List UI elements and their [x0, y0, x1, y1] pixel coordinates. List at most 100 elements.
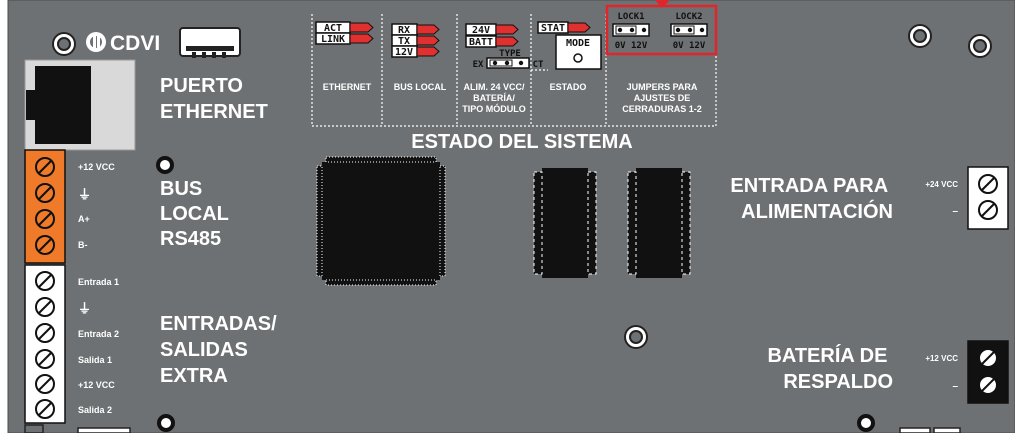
highlight-box: [605, 4, 718, 56]
screw-terminal-icon: [35, 374, 55, 394]
standoff-icon: [156, 156, 174, 174]
svg-text:⏚: ⏚: [78, 301, 91, 316]
ethernet-port-label: PUERTO ETHERNET: [160, 75, 268, 123]
power-led-group: 24V BATT TYPE EX CT ALIM. 24 VCC/ BATERÍ…: [462, 23, 544, 114]
led-indicator: RX: [391, 23, 440, 36]
ethernet-jack: [24, 59, 136, 151]
mounting-hole-icon: [968, 34, 992, 58]
mode-button: MODE: [555, 34, 602, 70]
led-indicator: BATT: [465, 35, 519, 48]
header-connector: [179, 27, 241, 58]
local-bus-label: BUS LOCAL RS485: [160, 178, 234, 250]
brand-name: CDVI: [110, 32, 160, 55]
cdvi-logo: CDVI: [86, 32, 160, 55]
svg-text:A+: A+: [78, 214, 90, 224]
system-status-title: ESTADO DEL SISTEMA: [411, 131, 633, 153]
highlight-arrow-icon: [655, 0, 670, 8]
microcontroller-chip: [316, 156, 446, 286]
extra-io-terminal-block: [24, 264, 66, 424]
bottom-connector: [24, 424, 44, 433]
screw-terminal-icon: [35, 297, 55, 317]
bottom-connector: [899, 427, 931, 433]
led-group-title: BATERÍA/: [473, 93, 515, 103]
svg-text:12V: 12V: [395, 47, 413, 58]
extra-io-terminal-labels: Entrada 1 ⏚ Entrada 2 Salida 1 +12 VCC S…: [78, 277, 119, 415]
local-bus-terminal-block: [24, 149, 66, 264]
power-terminal-label: –: [952, 206, 958, 217]
type-left-label: EX: [473, 60, 484, 70]
svg-text:B-: B-: [78, 240, 88, 250]
screw-terminal-icon: [35, 399, 55, 419]
jumper-scale: 0V 12V: [615, 41, 648, 51]
type-jumper: [486, 57, 530, 69]
svg-text:TX: TX: [398, 36, 410, 47]
svg-text:+12 VCC: +12 VCC: [78, 162, 115, 172]
local-bus-terminal-labels: +12 VCC ⏚ A+ B-: [78, 162, 115, 250]
svg-text:Entrada 2: Entrada 2: [78, 329, 119, 339]
screw-terminal-icon: [35, 349, 55, 369]
led-group-title: TIPO MÓDULO: [462, 103, 526, 114]
svg-text:Entrada 1: Entrada 1: [78, 277, 119, 287]
memory-chip: [533, 168, 597, 278]
extra-io-label: ENTRADAS/ SALIDAS EXTRA: [160, 313, 282, 387]
led-group-title: ESTADO: [550, 82, 587, 92]
svg-text:+12 VCC: +12 VCC: [78, 380, 115, 390]
led-indicator: 12V: [391, 45, 440, 58]
svg-text:MODE: MODE: [566, 38, 590, 49]
standoff-icon: [157, 414, 175, 432]
led-group-title: ETHERNET: [323, 82, 372, 92]
led-indicator: TX: [391, 34, 440, 47]
svg-text:ACT: ACT: [324, 23, 342, 34]
led-indicator: STAT: [537, 21, 591, 34]
bottom-connector: [933, 427, 961, 433]
svg-text:⏚: ⏚: [78, 187, 91, 202]
led-group-title: BUS LOCAL: [394, 82, 447, 92]
screw-terminal-icon: [978, 200, 998, 220]
battery-terminal-label: –: [952, 381, 958, 392]
ethernet-led-group: ACT LINK ETHERNET: [315, 21, 374, 92]
bottom-connector: [77, 427, 131, 433]
power-terminal-label: +24 VCC: [925, 180, 958, 189]
power-input-label: ENTRADA PARA ALIMENTACIÓN: [730, 175, 893, 223]
screw-terminal-icon: [978, 375, 998, 395]
backup-battery-label: BATERÍA DE RESPALDO: [767, 344, 893, 393]
backup-battery-terminal-block: [967, 340, 1009, 404]
mounting-hole-icon: [52, 32, 76, 56]
standoff-icon: [857, 414, 875, 432]
svg-text:STAT: STAT: [541, 23, 565, 34]
jumper-scale: 0V 12V: [673, 41, 706, 51]
svg-text:LINK: LINK: [321, 34, 345, 45]
jumper-icon: [612, 23, 650, 37]
screw-terminal-icon: [978, 174, 998, 194]
screw-terminal-icon: [978, 348, 998, 368]
screw-terminal-icon: [35, 235, 55, 255]
led-group-title: JUMPERS PARA: [627, 82, 698, 92]
type-label: TYPE: [499, 49, 521, 59]
mounting-hole-icon: [624, 325, 648, 349]
screw-terminal-icon: [35, 183, 55, 203]
led-group-title: CERRADURAS 1-2: [622, 104, 702, 114]
led-group-title: ALIM. 24 VCC/: [463, 82, 525, 92]
mounting-hole-icon: [908, 24, 932, 48]
type-right-label: CT: [533, 60, 544, 70]
battery-terminal-label: +12 VCC: [925, 354, 958, 363]
led-indicator: ACT: [315, 21, 374, 34]
screw-terminal-icon: [35, 157, 55, 177]
svg-text:24V: 24V: [472, 25, 490, 36]
screw-terminal-icon: [35, 209, 55, 229]
svg-text:Salida 2: Salida 2: [78, 405, 112, 415]
jumper-name: LOCK1: [617, 12, 644, 22]
power-input-terminal-block: [967, 166, 1009, 230]
svg-text:Salida 1: Salida 1: [78, 355, 112, 365]
bus-local-led-group: RX TX 12V BUS LOCAL: [391, 23, 447, 92]
memory-chip: [627, 168, 691, 278]
led-panel-separators: [311, 14, 717, 127]
screw-terminal-icon: [35, 323, 55, 343]
lock-jumpers-group: LOCK1 LOCK2 0V 12V 0V 12V JUMPERS PARA A…: [605, 4, 718, 114]
jumper-name: LOCK2: [675, 12, 702, 22]
status-led-group: STAT MODE ESTADO: [537, 21, 602, 92]
led-group-title: AJUSTES DE: [634, 93, 691, 103]
jumper-icon: [670, 23, 708, 37]
svg-text:BATT: BATT: [469, 37, 493, 48]
